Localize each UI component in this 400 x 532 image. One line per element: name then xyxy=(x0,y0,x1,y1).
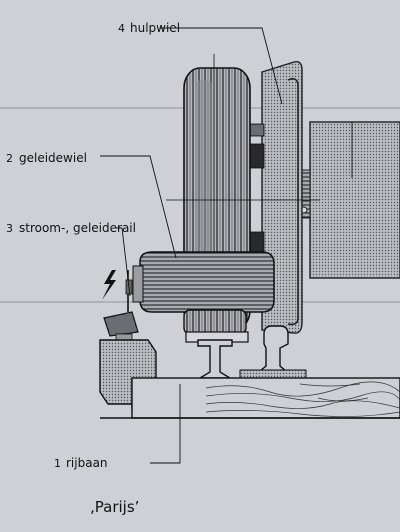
label-hulpwiel: 4 hulpwiel xyxy=(118,21,180,35)
label-hulpwiel-text: hulpwiel xyxy=(130,21,180,35)
vehicle-body xyxy=(309,121,400,279)
label-geleidewiel-number: 2 xyxy=(6,152,13,165)
guide-rail xyxy=(197,339,233,379)
label-rijbaan-text: rijbaan xyxy=(66,456,108,470)
label-geleidewiel-text: geleidewiel xyxy=(19,151,87,165)
lightning-icon xyxy=(102,270,116,300)
leader-lines xyxy=(100,27,283,464)
guide-wheel-cap xyxy=(132,265,144,303)
caption-parijs: ‚Parijs’ xyxy=(90,498,139,516)
label-rijbaan-number: 1 xyxy=(54,457,61,470)
label-rijbaan: 1 rijbaan xyxy=(54,456,108,470)
label-stroom-text: stroom-, geleiderail xyxy=(19,221,136,235)
label-stroom-number: 3 xyxy=(6,222,13,235)
running-rail-pad xyxy=(239,369,307,379)
current-collector xyxy=(103,270,139,341)
label-stroom-geleiderail: 3 stroom-, geleiderail xyxy=(6,221,136,235)
label-hulpwiel-number: 4 xyxy=(118,22,125,35)
tyre-contact xyxy=(183,309,247,335)
track-bed xyxy=(131,377,400,419)
guide-wheel xyxy=(139,251,275,313)
auxiliary-wheel-rim xyxy=(287,78,299,326)
running-rail xyxy=(252,325,294,377)
label-geleidewiel: 2 geleidewiel xyxy=(6,151,87,165)
